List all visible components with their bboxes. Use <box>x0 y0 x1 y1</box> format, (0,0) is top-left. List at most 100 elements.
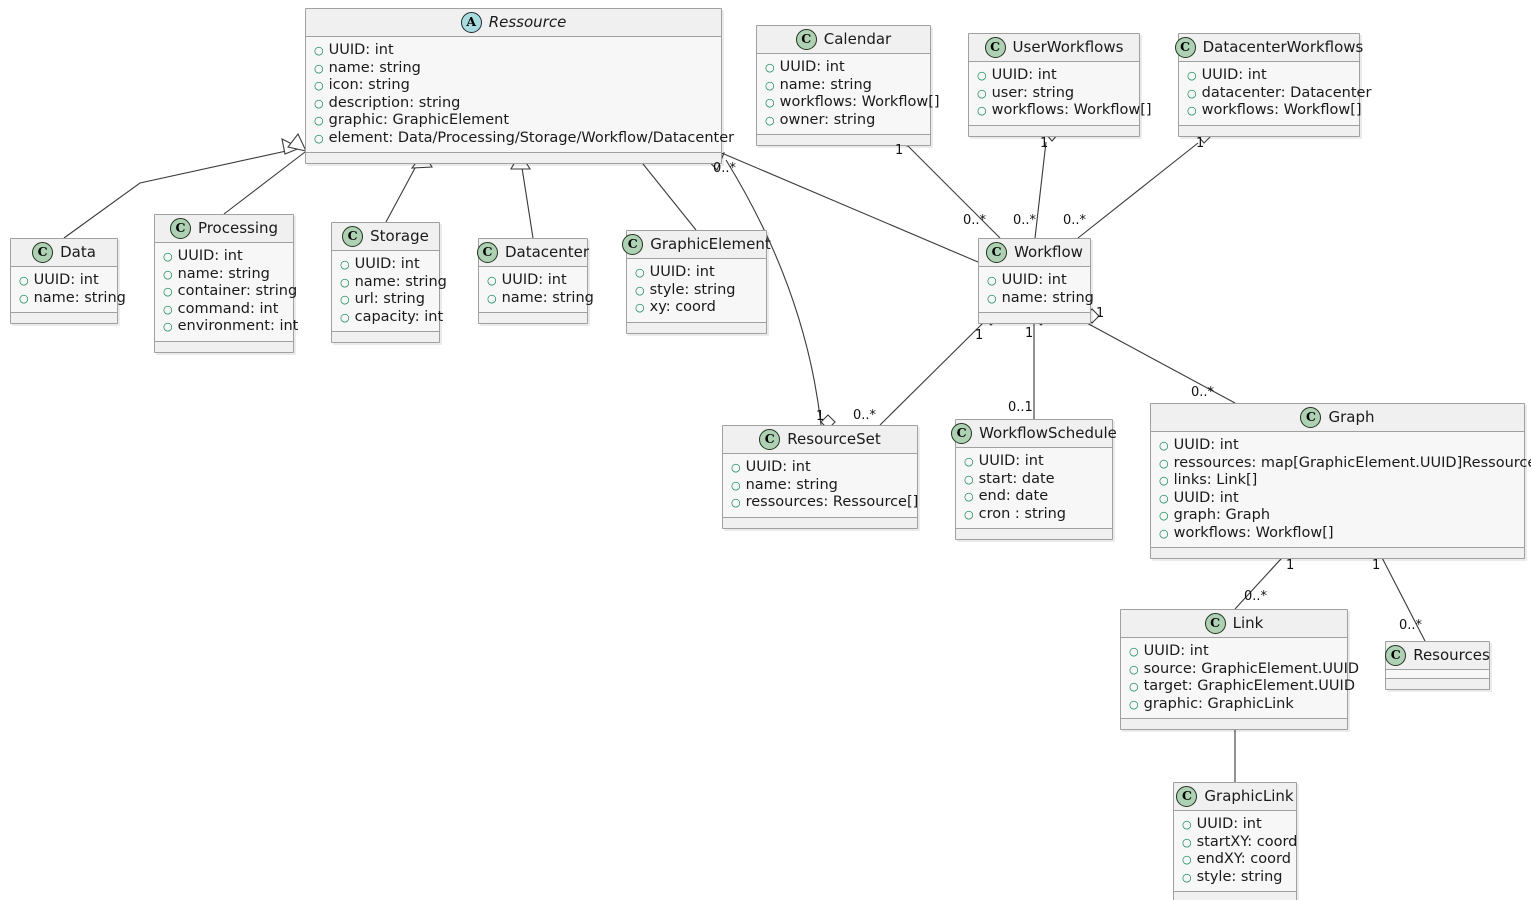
attribute-row: ○workflows: Workflow[] <box>1159 525 1516 543</box>
class-name-data: Data <box>60 243 96 261</box>
attribute-row: ○capacity: int <box>340 309 443 327</box>
visibility-public-icon: ○ <box>19 274 29 287</box>
class-methods-datacenterworkflows <box>1179 125 1359 136</box>
edge-workflow-resourceset <box>879 321 985 426</box>
class-name-graphiclink: GraphicLink <box>1204 787 1294 805</box>
attribute-text: UUID: int <box>328 42 394 58</box>
visibility-public-icon: ○ <box>1187 104 1197 117</box>
attribute-text: workflows: Workflow[] <box>991 102 1152 118</box>
class-name-resources: Resources <box>1413 646 1490 664</box>
visibility-public-icon: ○ <box>1129 697 1139 711</box>
attribute-text: UUID: int <box>779 59 845 75</box>
attribute-row: ○UUID: int <box>635 264 758 282</box>
attribute-row: ○graphic: GraphicLink <box>1129 696 1339 714</box>
attribute-text: UUID: int <box>1143 643 1209 659</box>
class-icon: C <box>342 225 364 247</box>
class-attributes-link: ○UUID: int○source: GraphicElement.UUID○t… <box>1121 638 1359 719</box>
edge-graphicelement-ressource <box>634 153 697 231</box>
class-methods-graphicelement <box>627 322 766 333</box>
attribute-text: UUID: int <box>177 248 243 264</box>
attribute-text: icon: string <box>328 77 410 93</box>
attribute-row: ○name: string <box>340 274 447 292</box>
attribute-text: element: Data/Processing/Storage/Workflo… <box>328 129 735 146</box>
visibility-public-icon: ○ <box>964 507 974 521</box>
visibility-public-icon: ○ <box>487 291 497 305</box>
attribute-row: ○UUID: int <box>765 59 922 77</box>
visibility-public-icon: ○ <box>19 291 29 305</box>
attribute-row: ○command: int <box>163 301 285 319</box>
attribute-text: UUID: int <box>501 272 567 288</box>
attribute-row: ○style: string <box>635 282 758 300</box>
attribute-row: ○icon: string <box>314 77 713 95</box>
attribute-text: graph: Graph <box>1173 507 1271 523</box>
class-header-graphiclink: C GraphicLink <box>1174 783 1296 811</box>
class-icon: C <box>1176 785 1198 807</box>
class-methods-userworkflows <box>969 125 1139 136</box>
visibility-public-icon: ○ <box>1129 680 1139 693</box>
class-icon: C <box>1385 644 1407 666</box>
attribute-text: target: GraphicElement.UUID <box>1143 678 1355 694</box>
visibility-public-icon: ○ <box>314 96 324 110</box>
visibility-public-icon: ○ <box>1159 456 1169 470</box>
visibility-public-icon: ○ <box>765 78 775 92</box>
visibility-public-icon: ○ <box>163 302 173 316</box>
attribute-text: xy: coord <box>649 299 716 315</box>
class-box-resources[interactable]: C Resources <box>1385 641 1490 690</box>
arrowhead-generalization-data <box>281 138 302 155</box>
class-methods-calendar <box>757 135 930 145</box>
edge-userworkflows-workflow <box>1034 141 1047 239</box>
attribute-row: ○name: string <box>731 477 909 495</box>
visibility-public-icon: ○ <box>977 69 987 82</box>
attribute-text: endXY: coord <box>1196 851 1291 867</box>
multiplicity-label: 1 <box>1372 558 1381 573</box>
attribute-row: ○owner: string <box>765 112 922 130</box>
attribute-text: name: string <box>1001 289 1094 306</box>
attribute-row: ○UUID: int <box>314 42 713 60</box>
attribute-row: ○UUID: int <box>964 453 1104 471</box>
attribute-row: ○start: date <box>964 471 1104 489</box>
attribute-text: environment: int <box>177 318 299 334</box>
attribute-text: UUID: int <box>649 264 715 280</box>
attribute-text: description: string <box>328 94 461 111</box>
visibility-public-icon: ○ <box>487 274 497 287</box>
attribute-text: url: string <box>354 291 425 307</box>
attribute-text: workflows: Workflow[] <box>1201 102 1362 118</box>
class-methods-datacenter <box>479 313 587 323</box>
attribute-text: name: string <box>501 289 594 306</box>
attribute-row: ○UUID: int <box>1159 437 1516 455</box>
visibility-public-icon: ○ <box>635 301 645 314</box>
visibility-public-icon: ○ <box>1159 491 1169 505</box>
attribute-row: ○endXY: coord <box>1182 851 1291 869</box>
class-name-datacenterworkflows: DatacenterWorkflows <box>1202 38 1364 56</box>
attribute-row: ○ressources: Ressource[] <box>731 494 918 512</box>
visibility-public-icon: ○ <box>987 274 997 287</box>
attribute-row: ○name: string <box>314 60 713 78</box>
attribute-text: UUID: int <box>978 453 1044 469</box>
attribute-row: ○UUID: int <box>1182 816 1288 834</box>
class-icon: C <box>1174 36 1196 58</box>
class-icon: C <box>951 422 973 444</box>
visibility-public-icon: ○ <box>964 490 974 503</box>
attribute-row: ○ UUID: int <box>487 272 579 290</box>
multiplicity-label: 1 <box>1196 136 1205 151</box>
